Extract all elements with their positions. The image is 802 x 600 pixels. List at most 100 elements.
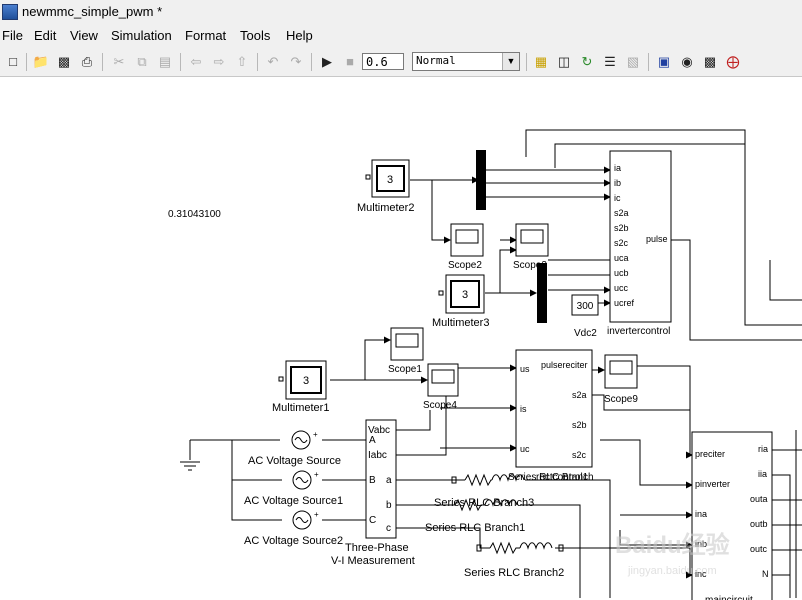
multimeter3-block[interactable]: 3 Multimeter3	[432, 274, 489, 329]
svg-text:+: +	[314, 510, 319, 519]
inv-port-ia: ia	[614, 163, 621, 173]
update-icon[interactable]: ↻	[581, 54, 593, 69]
ac-voltage-source1-block[interactable]: + AC Voltage Source1	[244, 470, 343, 507]
invertercontrol-block[interactable]: ia ib ic s2a s2b s2c uca ucb ucc ucref p…	[607, 150, 672, 337]
multimeter3-label: Multimeter3	[432, 317, 489, 329]
main-port-inb: inb	[695, 539, 707, 549]
multimeter1-label: Multimeter1	[272, 402, 329, 414]
back-icon[interactable]: ⇦	[190, 54, 202, 69]
watermark-brand: Baidu经验	[615, 531, 730, 559]
series-rlc-branch-block[interactable]: Series RLC Branch	[451, 472, 594, 487]
menu-format[interactable]: Format	[185, 28, 227, 43]
svg-text:+: +	[313, 430, 318, 439]
maincircuit-block[interactable]: preciter pinverter ina inb inc ria iia o…	[691, 431, 773, 600]
ac-source2-label: AC Voltage Source2	[244, 535, 343, 547]
menu-view[interactable]: View	[70, 28, 98, 43]
rect-port-s2a: s2a	[572, 390, 587, 400]
rect-port-uc: uc	[520, 444, 530, 454]
print-icon[interactable]: ⎙	[81, 54, 93, 69]
inv-port-s2b: s2b	[614, 223, 629, 233]
inv-port-ucc: ucc	[614, 283, 629, 293]
save-icon[interactable]: ▩	[57, 54, 71, 69]
svg-text:+: +	[314, 470, 319, 479]
config-icon[interactable]: ▩	[703, 54, 717, 69]
multimeter2-block[interactable]: 3 Multimeter2	[357, 159, 414, 214]
scope9-block[interactable]: Scope9	[604, 354, 638, 405]
paste-icon[interactable]: ▤	[158, 54, 172, 69]
toolbar: □ 📁 ▩ ⎙ ✂ ⧉ ▤ ⇦ ⇨ ⇧ ↶ ↷ ▶ ■ ▦ ◫ ↻ ☰ ▧ ▣ …	[0, 48, 802, 77]
chevron-down-icon[interactable]: ▼	[502, 53, 519, 70]
baidu-watermark: Baidu经验 jingyan.baidu.com	[615, 531, 730, 577]
new-icon[interactable]: □	[9, 54, 17, 69]
vi-measurement-block[interactable]: Vabc A Iabc B C a b c Three-Phase V-I Me…	[331, 419, 415, 567]
simulation-mode-value: Normal	[416, 54, 456, 67]
ground-icon[interactable]	[180, 461, 200, 471]
vi-label-line2: V-I Measurement	[331, 555, 415, 567]
menu-edit[interactable]: Edit	[34, 28, 57, 43]
rectcontrol-block[interactable]: us is uc pulsereciter s2a s2b s2c rectco…	[515, 349, 593, 483]
scope3-label: Scope3	[513, 260, 547, 271]
rlc3-label: Series RLC Branch3	[434, 497, 534, 509]
scope2-label: Scope2	[448, 260, 482, 271]
main-port-n: N	[762, 569, 769, 579]
browser-icon[interactable]: ▣	[657, 54, 671, 69]
model-explorer-icon[interactable]: ◫	[557, 54, 571, 69]
main-port-ria: ria	[758, 444, 768, 454]
ac-voltage-source-block[interactable]: + AC Voltage Source	[248, 430, 341, 467]
up-icon[interactable]: ⇧	[236, 54, 248, 69]
scope4-label: Scope4	[423, 400, 457, 411]
scope9-label: Scope9	[604, 394, 638, 405]
scope4-block[interactable]: Scope4	[423, 363, 459, 411]
multimeter2-value: 3	[387, 174, 393, 186]
vdc2-block[interactable]: 300 Vdc2	[571, 294, 599, 339]
scope1-block[interactable]: Scope1	[388, 327, 424, 375]
scope3-block[interactable]: Scope3	[513, 223, 549, 271]
maincircuit-label: maincircuit	[705, 595, 753, 600]
mux-bar-2[interactable]	[537, 263, 547, 323]
stop-time-input[interactable]: 0.6	[362, 53, 404, 70]
ac-voltage-source2-block[interactable]: + AC Voltage Source2	[244, 510, 343, 547]
watermark-url: jingyan.baidu.com	[627, 565, 717, 577]
inv-port-ib: ib	[614, 178, 621, 188]
multimeter1-value: 3	[303, 375, 309, 387]
vi-port-iabc: Iabc	[368, 450, 387, 461]
open-icon[interactable]: 📁	[32, 54, 50, 69]
series-rlc-branch2-block[interactable]: Series RLC Branch2	[464, 541, 564, 579]
stop-sign-icon[interactable]: ⨁	[726, 54, 740, 69]
scope2-block[interactable]: Scope2	[448, 223, 484, 271]
vi-port-c-in: C	[369, 515, 376, 526]
vi-port-c-out: c	[386, 523, 391, 534]
forward-icon[interactable]: ⇨	[213, 54, 225, 69]
inv-port-s2a: s2a	[614, 208, 629, 218]
stop-icon[interactable]: ■	[346, 54, 354, 69]
simulink-app-icon	[2, 4, 18, 20]
menu-tools[interactable]: Tools	[240, 28, 271, 43]
accelerator-icon[interactable]: ◉	[681, 54, 693, 69]
menu-bar: File Edit View Simulation Format Tools H…	[0, 24, 802, 48]
cut-icon[interactable]: ✂	[113, 54, 125, 69]
ac-source-label: AC Voltage Source	[248, 455, 341, 467]
model-canvas[interactable]: 0.31043100 3 Multimeter2 3 Multimeter3 3…	[0, 77, 802, 600]
undo-icon[interactable]: ↶	[267, 54, 279, 69]
multimeter1-block[interactable]: 3 Multimeter1	[272, 360, 329, 414]
debug-icon[interactable]: ☰	[604, 54, 616, 69]
menu-help[interactable]: Help	[286, 28, 313, 43]
run-icon[interactable]: ▶	[322, 54, 332, 69]
copy-icon[interactable]: ⧉	[137, 54, 147, 69]
menu-file[interactable]: File	[2, 28, 23, 43]
library-icon[interactable]: ▦	[534, 54, 548, 69]
main-port-pinverter: pinverter	[695, 479, 730, 489]
build-icon[interactable]: ▧	[626, 54, 640, 69]
rlc-label: Series RLC Branch	[508, 472, 594, 483]
series-rlc-branch3-block[interactable]: Series RLC Branch3	[434, 497, 534, 512]
vi-label-line1: Three-Phase	[345, 542, 409, 554]
simulation-mode-select[interactable]: Normal ▼	[412, 52, 520, 71]
title-bar: newmmc_simple_pwm *	[0, 0, 802, 24]
rlc1-label: Series RLC Branch1	[425, 522, 525, 534]
inv-port-ucb: ucb	[614, 268, 629, 278]
redo-icon[interactable]: ↷	[290, 54, 302, 69]
multimeter3-value: 3	[462, 289, 468, 301]
mux-bar-1[interactable]	[476, 150, 486, 210]
menu-simulation[interactable]: Simulation	[111, 28, 172, 43]
inv-port-s2c: s2c	[614, 238, 629, 248]
